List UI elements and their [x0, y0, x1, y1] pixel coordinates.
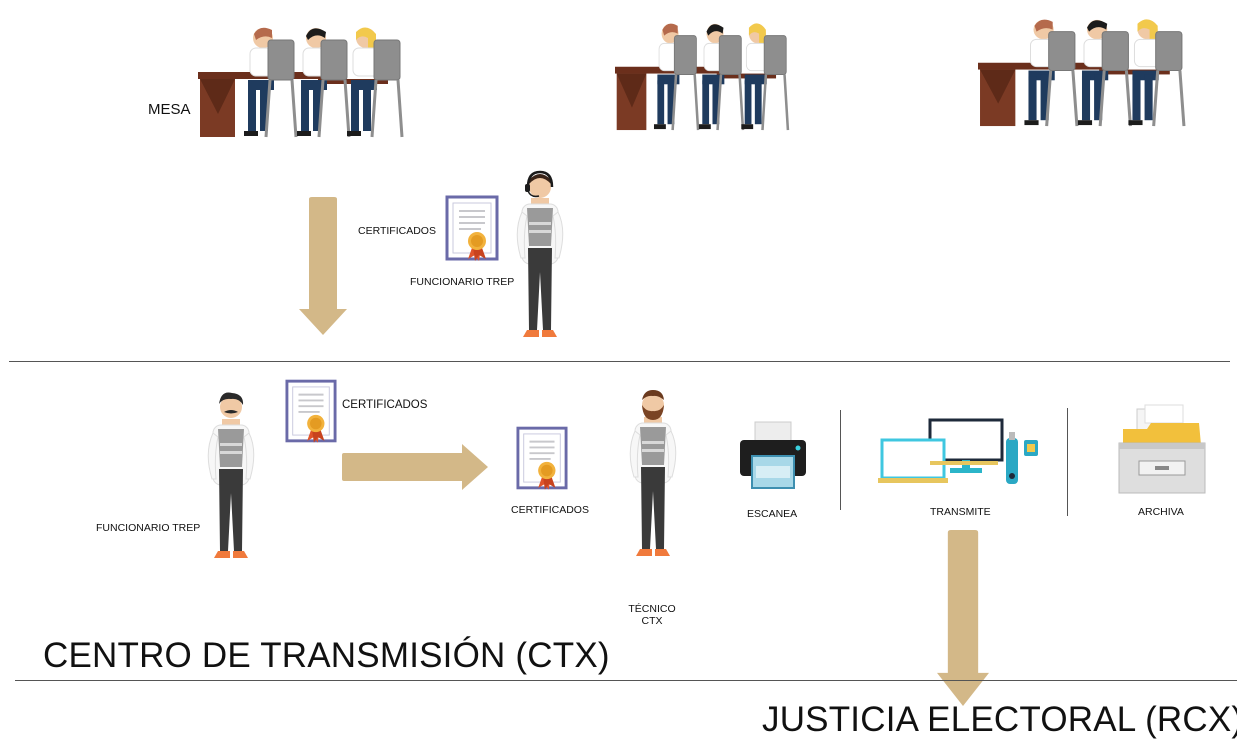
- transmit-devices: [878, 418, 1040, 488]
- table-group-icon: [615, 20, 793, 132]
- transmite-label: TRANSMITE: [930, 506, 991, 518]
- divider-ctx-1: [840, 410, 841, 510]
- archiva-label: ARCHIVA: [1138, 506, 1184, 518]
- tecnico-ctx: [628, 390, 678, 562]
- certificados-label-ctx-2: CERTIFICADOS: [511, 504, 589, 516]
- divider-top: [9, 361, 1230, 362]
- person-beard-icon: [628, 390, 678, 562]
- certificate-ctx-1: [285, 378, 337, 444]
- arrow-down-icon: [299, 197, 347, 335]
- funcionario-mustache: [206, 392, 256, 564]
- tecnico-label-line1: TÉCNICO: [628, 603, 676, 615]
- certificados-label-ctx-1: CERTIFICADOS: [342, 399, 428, 411]
- escanea-label: ESCANEA: [747, 508, 798, 520]
- divider-ctx-2: [1067, 408, 1068, 516]
- funcionario-label-ctx: FUNCIONARIO TREP: [96, 522, 201, 534]
- ctx-section-title: CENTRO DE TRANSMISIÓN (CTX): [43, 636, 610, 675]
- certificados-label-top: CERTIFICADOS: [358, 225, 436, 237]
- mesa-group-1: [198, 24, 408, 139]
- certificate-top: [445, 195, 499, 261]
- funcionario-operator: [515, 170, 565, 342]
- certificate-icon: [285, 378, 337, 444]
- table-group-icon: [198, 24, 408, 139]
- printer: [740, 421, 806, 490]
- certificate-icon: [516, 425, 568, 491]
- rcx-section-title: JUSTICIA ELECTORAL (RCX): [762, 700, 1237, 739]
- arrow-right-ctx: [342, 444, 488, 490]
- tecnico-label: TÉCNICO CTX: [622, 603, 682, 627]
- mesa-group-3: [978, 16, 1190, 128]
- operator-headset-icon: [515, 170, 565, 342]
- divider-bottom: [15, 680, 1237, 681]
- funcionario-label-top: FUNCIONARIO TREP: [410, 276, 515, 288]
- certificate-icon: [445, 195, 499, 261]
- archive: [1117, 404, 1207, 497]
- computers-icon: [878, 418, 1038, 484]
- mesa-label: MESA: [148, 101, 191, 118]
- table-group-icon: [978, 16, 1190, 128]
- archive-drawer-icon: [1118, 404, 1206, 494]
- tecnico-label-line2: CTX: [641, 615, 663, 627]
- person-mustache-icon: [206, 392, 256, 564]
- arrow-right-icon: [342, 444, 488, 490]
- mesa-group-2: [615, 20, 793, 132]
- arrow-down-top: [299, 197, 347, 335]
- certificate-ctx-2: [516, 425, 568, 491]
- printer-icon: [740, 421, 806, 489]
